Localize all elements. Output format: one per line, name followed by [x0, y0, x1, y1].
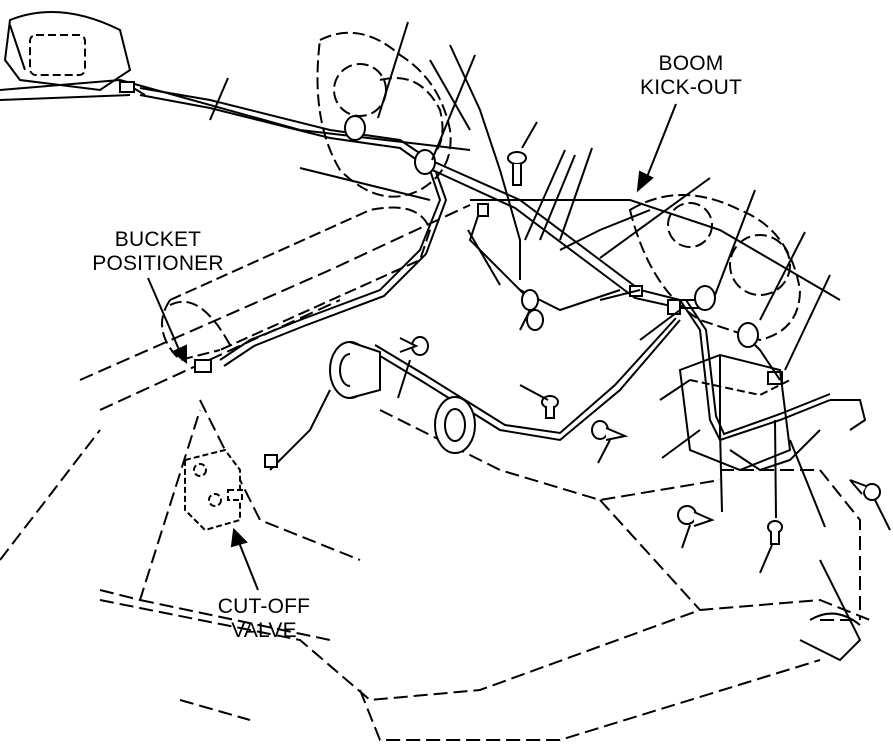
cutoff-valve-body	[184, 448, 243, 532]
relay-box	[678, 353, 867, 472]
boom-kickout-label: BOOM KICK-OUT	[628, 52, 754, 100]
bolt-bottom-mid	[767, 520, 783, 545]
bucket-cylinder	[161, 206, 432, 362]
loader-frame-outline	[0, 204, 871, 741]
wiring-harness	[139, 87, 831, 471]
bucket-positioner-line-1: BUCKET	[114, 228, 202, 251]
boom-arm-right	[628, 194, 802, 342]
bucket-positioner-arrow	[147, 277, 187, 365]
bolt-center	[541, 395, 559, 419]
bolts	[399, 151, 881, 545]
frame-solid-edges	[0, 44, 862, 662]
horn-left	[329, 341, 381, 399]
bucket-positioner-label: BUCKET POSITIONER	[88, 228, 228, 276]
boom-kickout-line-1: BOOM	[658, 52, 724, 75]
boom-kickout-line-2: KICK-OUT	[640, 76, 742, 99]
bolt-top	[507, 151, 527, 186]
bolt-right	[849, 479, 881, 501]
leader-lines	[209, 21, 891, 574]
bucket-positioner-line-2: POSITIONER	[92, 252, 224, 275]
cutoff-valve-arrow	[230, 527, 259, 591]
horn-right	[434, 396, 476, 454]
bolt-bottom-left	[677, 505, 715, 527]
cutoff-valve-label: CUT-OFF VALVE	[206, 595, 322, 643]
cutoff-valve-line-1: CUT-OFF	[217, 595, 311, 618]
boom-kickout-arrow	[636, 103, 677, 193]
bolt-horn	[399, 336, 429, 356]
cutoff-valve-line-2: VALVE	[231, 619, 297, 642]
bolt-relay-left	[591, 420, 629, 441]
